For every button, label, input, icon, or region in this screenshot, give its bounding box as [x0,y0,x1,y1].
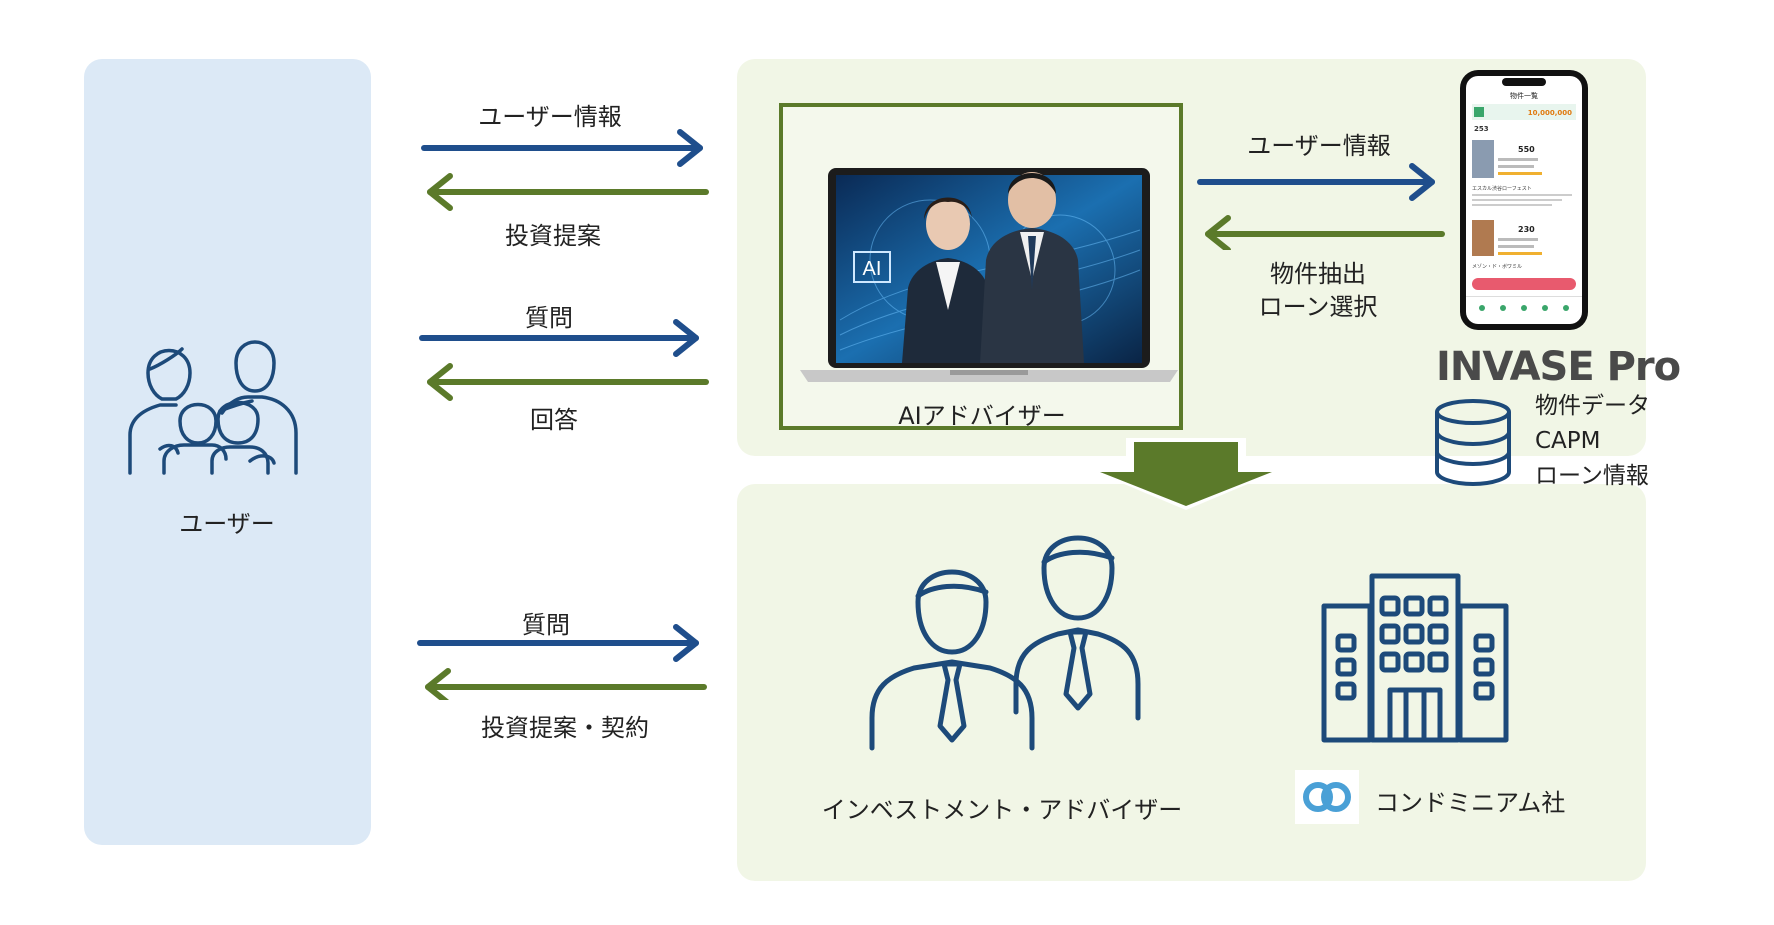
building-icon [1321,573,1509,743]
flow-label-proposal-contract: 投資提案・契約 [481,714,649,742]
arrows-left [417,129,709,700]
svg-text:メゾン・ド・ボワミル: メゾン・ド・ボワミル [1472,263,1522,270]
db-item-loan-info: ローン情報 [1535,463,1649,489]
svg-text:253: 253 [1474,125,1489,133]
condominium-company-label: コンドミニアム社 [1375,789,1566,817]
invase-phone-mockup: 物件一覧 10,000,000 253 550 エスカル渋谷ローフェスト 230… [1460,70,1588,330]
user-label: ユーザー [179,510,275,538]
flow-label-question: 質問 [525,304,573,332]
svg-text:エスカル渋谷ローフェスト: エスカル渋谷ローフェスト [1472,185,1532,192]
flow-label-answer: 回答 [530,406,578,434]
svg-text:550: 550 [1518,145,1535,154]
flow-label-user-info-app: ユーザー情報 [1247,132,1391,160]
flow-label-user-info: ユーザー情報 [478,103,622,131]
database-icon [1435,399,1511,487]
flow-label-proposal: 投資提案 [505,222,601,250]
db-item-property-data: 物件データ [1535,393,1650,419]
laptop-illustration: AI [800,168,1178,382]
ai-advisor-label: AIアドバイザー [898,402,1066,430]
svg-text:物件一覧: 物件一覧 [1510,91,1538,100]
condominium-logo-icon [1303,782,1351,812]
svg-text:230: 230 [1518,225,1535,234]
flow-label-extract-loan: 物件抽出 ローン選択 [1258,260,1378,321]
ai-screen-badge [853,251,891,283]
investment-advisor-label: インベストメント・アドバイザー [821,796,1183,824]
arrows-ai-app [1197,163,1445,250]
investment-advisors-icon [869,535,1141,751]
down-arrow-icon [1086,438,1286,510]
db-item-capm: CAPM [1535,428,1601,454]
svg-text:10,000,000: 10,000,000 [1528,109,1572,117]
family-icon [128,340,298,475]
user-panel [84,59,371,845]
invase-pro-brand: INVASE Pro [1436,344,1681,390]
svg-text:AI: AI [863,258,882,280]
flow-label-question-advisor: 質問 [522,611,570,639]
